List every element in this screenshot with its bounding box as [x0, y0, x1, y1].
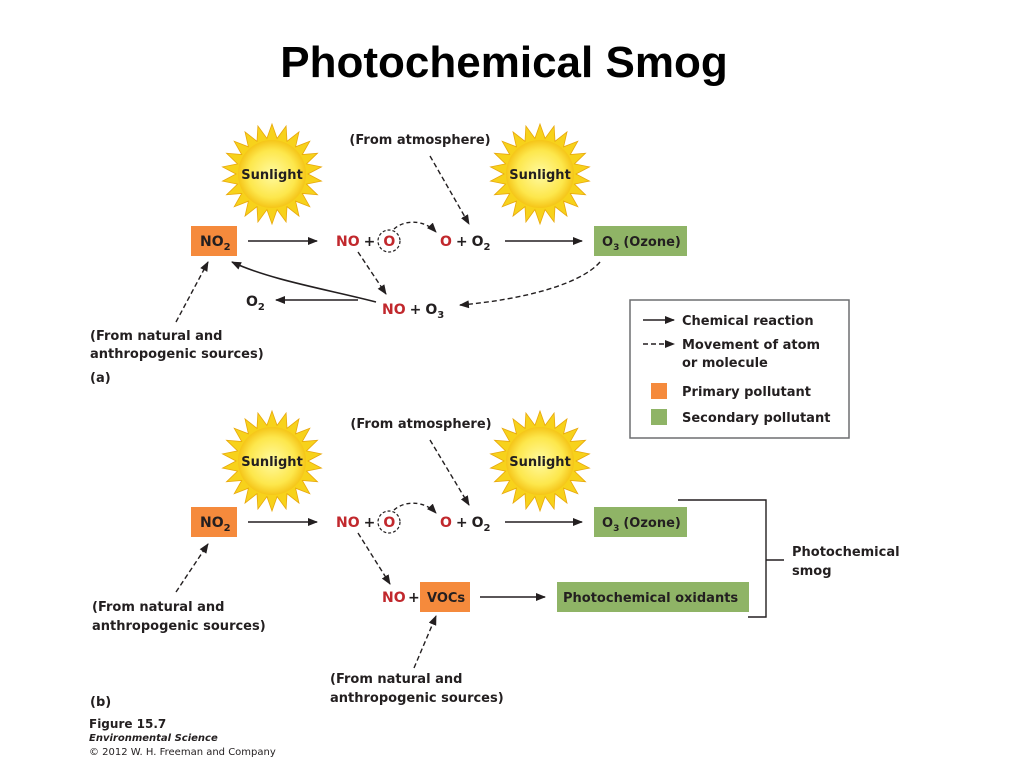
- ozone-box: [594, 226, 687, 256]
- smog-bracket: [678, 499, 767, 618]
- no2-label: NO2: [200, 234, 231, 253]
- page-title: Photochemical Smog: [280, 38, 728, 87]
- atom-movement-arrow: [393, 502, 437, 514]
- vocs-no-label: NO: [382, 590, 406, 606]
- from-atmosphere-label: (From atmosphere): [350, 417, 491, 432]
- panel-b-label: (b): [90, 695, 111, 710]
- figure-number: Figure 15.7: [89, 717, 167, 731]
- regeneration-arrow: [231, 261, 377, 303]
- oxidants-box: [557, 582, 749, 612]
- oxygen-atom-circle: [377, 510, 401, 534]
- vocs-source-line2: anthropogenic sources): [330, 691, 504, 706]
- o2-release-label: O2: [246, 294, 265, 313]
- oxidants-label: Photochemical oxidants: [563, 591, 738, 606]
- no-o-label: NO+O: [336, 515, 395, 531]
- vocs-box: [420, 582, 470, 612]
- ozone-label: O3(Ozone): [602, 516, 681, 534]
- no2-label: NO2: [200, 515, 231, 534]
- ozone-return-arrow: [459, 261, 601, 309]
- source-arrow: [175, 543, 209, 593]
- source-arrow: [175, 261, 209, 323]
- o-o2-label: O+O2: [440, 234, 491, 253]
- sun-disc: [238, 140, 306, 208]
- legend-movement-line1: Movement of atom: [682, 338, 820, 353]
- source-label-line2: anthropogenic sources): [90, 347, 264, 362]
- from-atmosphere-label: (From atmosphere): [349, 133, 490, 148]
- no2-box: [191, 507, 237, 537]
- legend-chemical-reaction: Chemical reaction: [682, 314, 814, 329]
- sunlight-label: Sunlight: [241, 168, 303, 183]
- legend-secondary-swatch: [651, 409, 667, 425]
- no-movement-arrow: [357, 251, 387, 295]
- sun-icon: [221, 122, 323, 226]
- ozone-label: O3(Ozone): [602, 235, 681, 253]
- sun-disc: [238, 427, 306, 495]
- atmosphere-arrow: [429, 439, 470, 506]
- sunlight-label: Sunlight: [509, 168, 571, 183]
- legend-primary-swatch: [651, 383, 667, 399]
- panel-b: Sunlight Sunlight (From atmosphere) NO2 …: [90, 409, 900, 710]
- legend: Chemical reaction Movement of atom or mo…: [629, 299, 850, 439]
- sun-disc: [506, 140, 574, 208]
- panel-a: Sunlight Sunlight (From atmosphere) NO2 …: [90, 122, 687, 386]
- smog-label-line1: Photochemical: [792, 545, 900, 560]
- sunlight-label: Sunlight: [509, 455, 571, 470]
- vocs-source-line1: (From natural and: [330, 672, 462, 687]
- source-label-line1: (From natural and: [90, 329, 222, 344]
- no-o-label: NO+O: [336, 234, 395, 250]
- sun-disc: [506, 427, 574, 495]
- source-label-line2: anthropogenic sources): [92, 619, 266, 634]
- sun-icon: [489, 122, 591, 226]
- no-movement-arrow: [357, 532, 391, 585]
- panel-a-label: (a): [90, 371, 111, 386]
- legend-movement-line2: or molecule: [682, 356, 768, 371]
- vocs-source-arrow: [413, 615, 437, 669]
- sun-icon: [221, 409, 323, 513]
- legend-secondary: Secondary pollutant: [682, 411, 830, 426]
- no2-box: [191, 226, 237, 256]
- oxygen-atom-circle: [377, 229, 401, 253]
- sunlight-label: Sunlight: [241, 455, 303, 470]
- no-o3-label: NO+O3: [382, 302, 444, 321]
- source-label-line1: (From natural and: [92, 600, 224, 615]
- book-title: Environmental Science: [89, 733, 218, 744]
- vocs-plus-label: +: [408, 590, 420, 606]
- atmosphere-arrow: [429, 155, 470, 225]
- copyright: © 2012 W. H. Freeman and Company: [89, 747, 276, 758]
- smog-label-line2: smog: [792, 564, 832, 579]
- sun-icon: [489, 409, 591, 513]
- vocs-label: VOCs: [427, 591, 465, 606]
- ozone-box: [594, 507, 687, 537]
- o-o2-label: O+O2: [440, 515, 491, 534]
- legend-primary: Primary pollutant: [682, 385, 811, 400]
- atom-movement-arrow: [393, 221, 437, 233]
